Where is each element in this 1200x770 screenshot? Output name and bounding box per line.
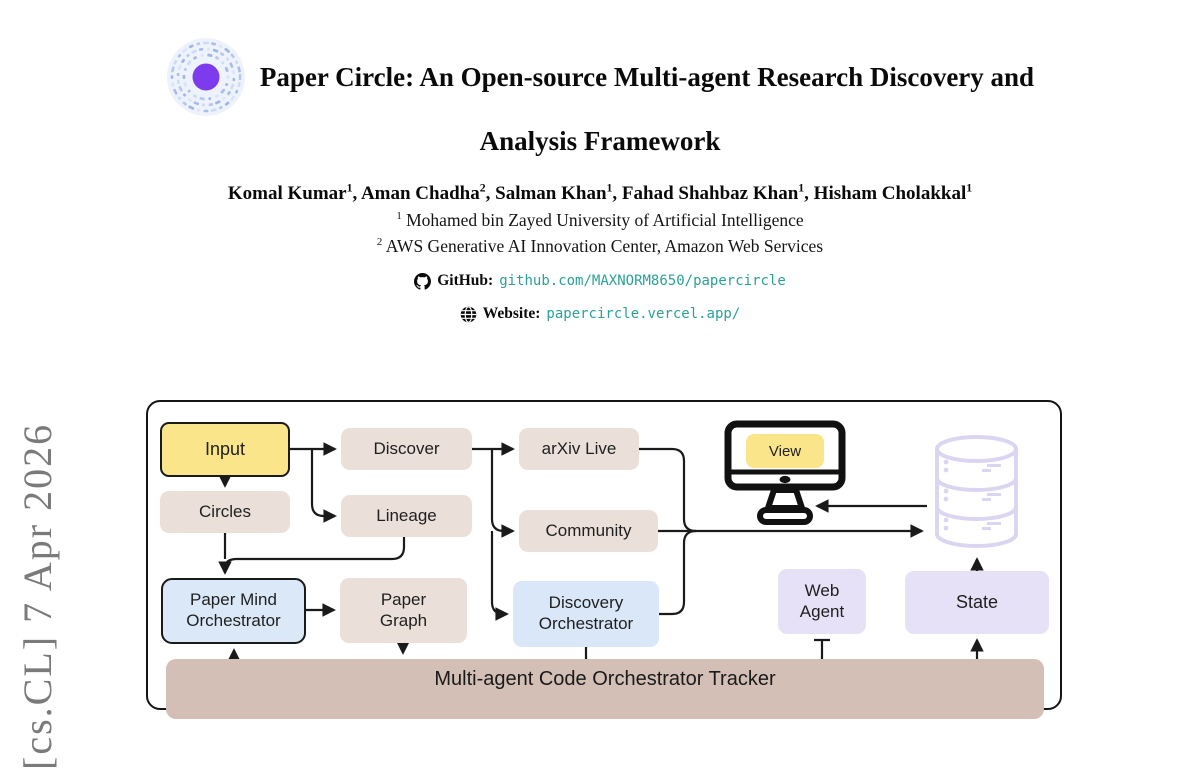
author: Hisham Cholakkal1 [813, 181, 973, 204]
node-circles: Circles [160, 491, 290, 533]
node-web-agent: Web Agent [778, 569, 866, 634]
github-link[interactable]: github.com/MAXNORM8650/papercircle [499, 273, 786, 289]
page-title-line2: Analysis Framework [479, 126, 721, 156]
affiliation-1: 1 Mohamed bin Zayed University of Artifi… [396, 210, 804, 230]
node-discover: Discover [341, 428, 472, 470]
node-input: Input [160, 422, 290, 477]
paper-title-row: Paper Circle: An Open-source Multi-agent… [0, 34, 1200, 120]
author: Aman Chadha2, [360, 181, 496, 204]
github-row: GitHub: github.com/MAXNORM8650/papercirc… [0, 272, 1200, 290]
node-community: Community [519, 510, 658, 552]
github-label: GitHub: [437, 272, 494, 289]
node-discovery-orchestrator: Discovery Orchestrator [513, 581, 659, 647]
github-icon [414, 272, 432, 290]
paper-logo-icon [166, 37, 246, 117]
node-tracker-bar: Multi-agent Code Orchestrator Tracker [166, 659, 1044, 719]
authors-line: Komal Kumar1, Aman Chadha2, Salman Khan1… [0, 181, 1200, 205]
database-icon [929, 433, 1024, 550]
author: Fahad Shahbaz Khan1, [621, 181, 814, 204]
website-label: Website: [482, 305, 541, 322]
node-arxiv-live: arXiv Live [519, 428, 639, 470]
globe-icon [460, 306, 477, 323]
node-view: View [746, 434, 824, 468]
affiliation-2: 2 AWS Generative AI Innovation Center, A… [376, 236, 824, 256]
node-paper-mind-orchestrator: Paper Mind Orchestrator [161, 578, 306, 644]
node-paper-graph: Paper Graph [340, 578, 467, 643]
page-title-line1: Paper Circle: An Open-source Multi-agent… [259, 61, 1035, 92]
author: Salman Khan1, [495, 181, 622, 204]
author: Komal Kumar1, [227, 181, 361, 204]
architecture-diagram: Input Discover arXiv Live Circles Lineag… [146, 400, 1062, 719]
website-link[interactable]: papercircle.vercel.app/ [546, 306, 741, 322]
arxiv-watermark: [cs.CL] 7 Apr 2026 [15, 422, 60, 770]
node-state: State [905, 571, 1049, 634]
website-row: Website: papercircle.vercel.app/ [0, 305, 1200, 323]
node-lineage: Lineage [341, 495, 472, 537]
diagram-connectors [218, 442, 984, 662]
